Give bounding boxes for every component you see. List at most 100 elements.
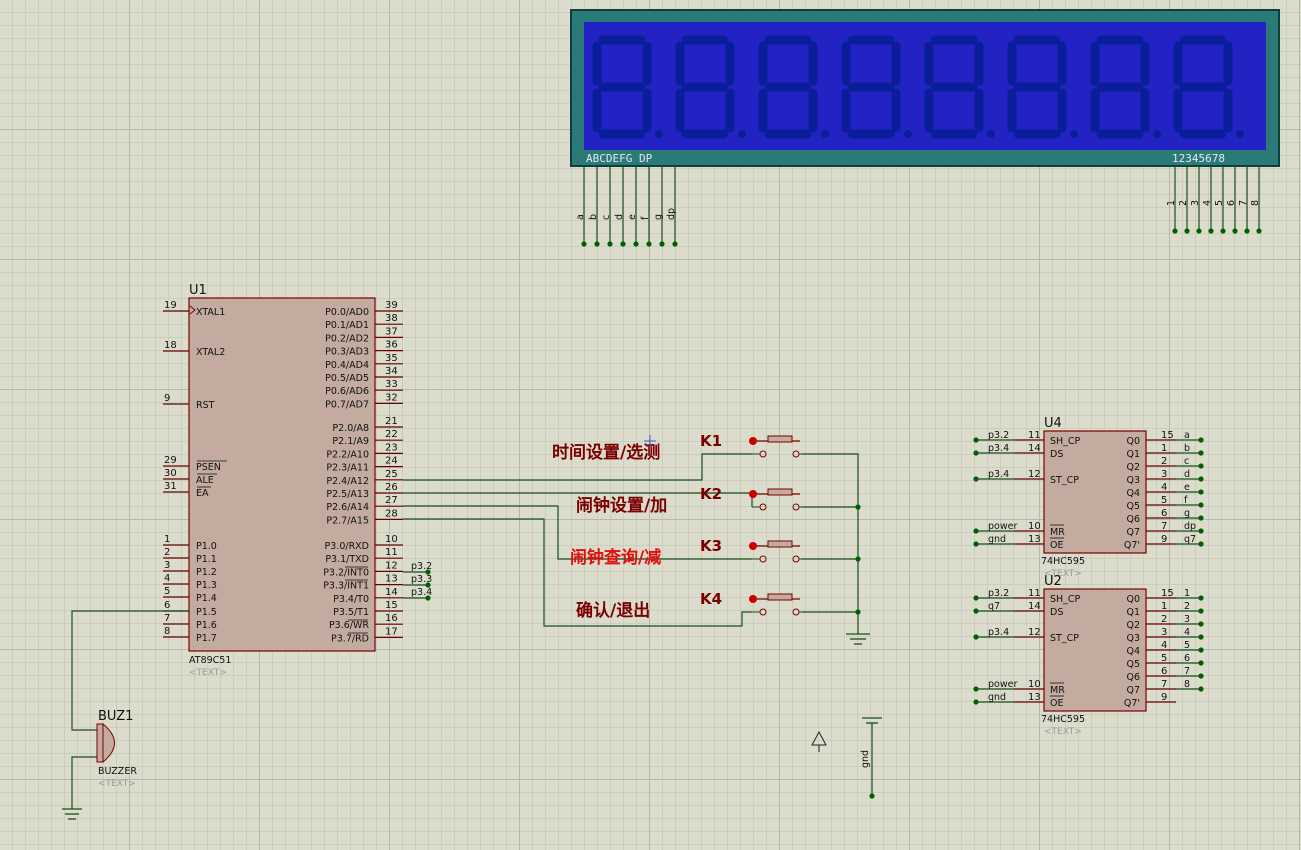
u4-text: <TEXT> xyxy=(1044,569,1082,579)
pin-number: 9 xyxy=(1161,692,1167,703)
net-label: q7 xyxy=(988,601,1000,612)
u1-pin-name: P1.3 xyxy=(196,580,217,591)
buzzer[interactable]: BUZ1 BUZZER <TEXT> xyxy=(62,610,189,820)
net-label: 7 xyxy=(1184,666,1190,677)
button-label: 确认/退出 xyxy=(576,600,650,621)
u1-pin-number: 10 xyxy=(385,534,398,545)
u1-pin-number: 16 xyxy=(385,613,398,624)
pin-name: Q4 xyxy=(1126,488,1140,499)
u1-pin-name: P1.1 xyxy=(196,554,217,565)
pin-number: 13 xyxy=(1028,692,1041,703)
pin-number: 11 xyxy=(1028,430,1041,441)
pin-name: MR xyxy=(1050,685,1065,696)
u1-left-pins[interactable]: 19XTAL118XTAL29RST29PSEN30ALE31EA1P1.02P… xyxy=(163,300,225,644)
pin-number: 15 xyxy=(1161,588,1174,599)
pin-name: Q4 xyxy=(1126,646,1140,657)
svg-text:p3.2: p3.2 xyxy=(411,561,432,572)
u1-pin-number: 31 xyxy=(164,481,177,492)
net-label: d xyxy=(1184,469,1190,480)
lcd-seg-pin-label: a xyxy=(575,214,586,220)
u1-pin-name: P3.7/RD xyxy=(331,633,369,644)
pin-number: 3 xyxy=(1161,469,1167,480)
lcd-digit-pin-label: 1 xyxy=(1166,200,1177,206)
u1-pin-name: P2.0/A8 xyxy=(332,423,369,434)
u2-text: <TEXT> xyxy=(1044,727,1082,737)
u4-part: 74HC595 xyxy=(1041,556,1085,567)
u1-pin-number: 21 xyxy=(385,416,398,427)
pin-number: 4 xyxy=(1161,640,1167,651)
u1-pin-name: P1.6 xyxy=(196,620,217,631)
button-k1[interactable]: K1 时间设置/选测 xyxy=(552,432,802,463)
u1-pin-number: 23 xyxy=(385,442,398,453)
lcd-seg-pin-label: e xyxy=(627,214,638,220)
button-label: 闹钟查询/减 xyxy=(570,547,661,568)
pin-name: Q3 xyxy=(1126,475,1140,486)
svg-text:p3.4: p3.4 xyxy=(411,587,432,598)
u1-pin-number: 28 xyxy=(385,508,398,519)
lcd-digit xyxy=(1007,35,1078,139)
u1-pin-number: 3 xyxy=(164,560,170,571)
u1-pin-number: 37 xyxy=(385,326,398,337)
pin-name: Q7' xyxy=(1124,540,1140,551)
pin-name: Q1 xyxy=(1126,607,1140,618)
u1-pin-number: 4 xyxy=(164,573,170,584)
gnd-terminal[interactable]: gnd xyxy=(811,717,882,799)
pin-number: 6 xyxy=(1161,508,1167,519)
u1-right-pins[interactable]: 39P0.0/AD038P0.1/AD137P0.2/AD236P0.3/AD3… xyxy=(323,300,403,644)
u1-pin-name: P0.5/AD5 xyxy=(325,373,369,384)
u1-pin-number: 17 xyxy=(385,626,398,637)
u1-pin-name: P2.7/A15 xyxy=(326,515,369,526)
net-label: dp xyxy=(1184,521,1196,532)
pin-number: 1 xyxy=(1161,601,1167,612)
u1-text: <TEXT> xyxy=(189,668,227,678)
u1-pin-name: PSEN xyxy=(196,462,221,473)
pin-name: Q7 xyxy=(1126,527,1140,538)
u1-pin-name: P3.3/INT1 xyxy=(323,581,369,592)
u1-pin-name: P3.4/T0 xyxy=(333,594,369,605)
u1-pin-name: EA xyxy=(196,488,209,499)
u1-pin-number: 6 xyxy=(164,600,170,611)
u1-pin-name: P2.1/A9 xyxy=(332,436,369,447)
pin-name: Q6 xyxy=(1126,514,1140,525)
pin-name: ST_CP xyxy=(1050,475,1079,486)
lcd-seg-pin-label: f xyxy=(640,216,651,220)
seven-segment-display[interactable]: ABCDEFG DP 12345678 xyxy=(570,9,1280,167)
pin-name: SH_CP xyxy=(1050,594,1081,605)
pin-number: 10 xyxy=(1028,521,1041,532)
u1-pin-name: P3.1/TXD xyxy=(325,554,369,565)
lcd-digit-pin-label: 3 xyxy=(1190,200,1201,206)
u1-pin-name: P1.0 xyxy=(196,541,217,552)
u1-pin-name: P0.0/AD0 xyxy=(325,307,369,318)
u1-pin-number: 9 xyxy=(164,393,170,404)
u1-pin-number: 11 xyxy=(385,547,398,558)
pin-name: Q6 xyxy=(1126,672,1140,683)
net-label: p3.2 xyxy=(988,588,1009,599)
u1-pin-number: 19 xyxy=(164,300,177,311)
pin-number: 1 xyxy=(1161,443,1167,454)
u1-pin-name: P1.4 xyxy=(196,593,217,604)
u1-pin-number: 32 xyxy=(385,392,398,403)
pin-name: Q5 xyxy=(1126,501,1140,512)
pin-name: DS xyxy=(1050,449,1063,460)
u1-pin-number: 29 xyxy=(164,455,177,466)
pin-number: 7 xyxy=(1161,521,1167,532)
u1-pin-number: 25 xyxy=(385,469,398,480)
u1-pin-number: 2 xyxy=(164,547,170,558)
button-label: 时间设置/选测 xyxy=(552,442,660,463)
lcd-digit-pin-label: 5 xyxy=(1214,200,1225,206)
pin-number: 5 xyxy=(1161,495,1167,506)
button-ref: K1 xyxy=(700,432,722,450)
u1-at89c51[interactable]: U1 AT89C51 <TEXT> 19XTAL118XTAL29RST29PS… xyxy=(163,283,432,678)
pin-number: 9 xyxy=(1161,534,1167,545)
u1-pin-number: 14 xyxy=(385,587,398,598)
lcd-segment-label: ABCDEFG DP xyxy=(586,152,653,165)
u4-ref: U4 xyxy=(1044,416,1062,431)
